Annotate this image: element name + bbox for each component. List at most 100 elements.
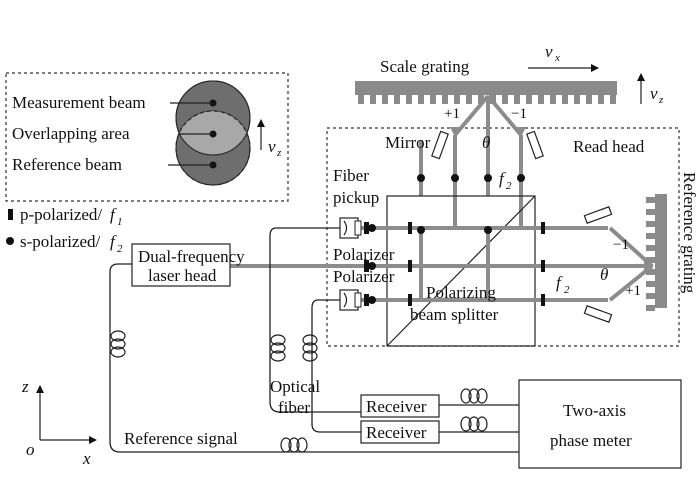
vz-inset-label: v (268, 137, 276, 156)
scale-grating-tooth (610, 95, 616, 104)
scale-grating-tooth (526, 95, 532, 104)
measurement-beams (419, 94, 526, 228)
fiber-coil-loop (476, 416, 488, 432)
scale-grating-tooth (598, 95, 604, 104)
s-polarized-dots (368, 174, 525, 304)
scale-grating-tooth (562, 95, 568, 104)
vz-top-label: v (650, 84, 658, 103)
optical-fiber-label-1: Optical (270, 377, 320, 396)
optical-fiber-label-2: fiber (278, 398, 310, 417)
beam-overlap-inset (5, 72, 289, 202)
receiver-upper-box (360, 394, 440, 418)
fiber-coil-loop (110, 330, 126, 342)
fiber-coil-loop (460, 416, 472, 432)
reference-grating-tooth (646, 233, 655, 239)
f2-right-sub: 2 (564, 284, 570, 296)
scale-grating-tooth (406, 95, 412, 104)
reference-grating-tooth (646, 197, 655, 203)
measurement-beam-label: Measurement beam (12, 93, 146, 112)
fiber-coil-loop (476, 388, 488, 404)
reference-grating-tooth (646, 257, 655, 263)
reference-grating-tooth (646, 305, 655, 311)
fiber-pickup-lower (339, 289, 362, 311)
f2-legend-label: f (110, 232, 117, 251)
vz-arrow-inset: v z (257, 119, 282, 159)
reference-grating-tooth (646, 209, 655, 215)
mirror-lower-right (583, 305, 613, 323)
scale-grating-tooth (382, 95, 388, 104)
mirror-left (431, 130, 449, 160)
coordinate-axes: z o x (21, 377, 97, 468)
reference-grating-tooth (646, 293, 655, 299)
phase-meter-label-1: Two-axis (563, 401, 626, 420)
axis-o-label: o (26, 440, 35, 459)
laser-label-1: Dual-frequency (138, 247, 245, 266)
mirror-label: Mirror (385, 133, 431, 152)
fiber-coil-loop (468, 388, 480, 404)
vx-sub: x (554, 52, 560, 64)
fiber-coil-loop (302, 334, 318, 346)
vz-inset-sub: z (276, 147, 282, 159)
fiber-coil-loop (270, 342, 286, 354)
reference-grating-tooth (646, 269, 655, 275)
fiber-coil-loop (110, 346, 126, 358)
scale-grating-tooth (514, 95, 520, 104)
overlapping-area-label: Overlapping area (12, 124, 130, 143)
f1-label: f (110, 205, 117, 224)
fiber-coil-loop (296, 437, 308, 453)
receiver-upper-label: Receiver (366, 397, 427, 416)
laser-label-2: laser head (148, 266, 217, 285)
axis-x-label: x (82, 449, 91, 468)
fiber-pickup-label-1: Fiber (333, 166, 369, 185)
fiber-coil-loop (110, 338, 126, 350)
fiber-coil-loop (302, 350, 318, 362)
scale-grating-tooth (478, 95, 484, 104)
reference-grating-tooth (646, 281, 655, 287)
theta-right-label: θ (600, 265, 608, 284)
scale-grating-tooth (418, 95, 424, 104)
s-polarized-label: s-polarized/ (20, 232, 101, 251)
p-polarized-marks (364, 222, 545, 306)
receiver-lower-label: Receiver (366, 423, 427, 442)
scale-grating-tooth (394, 95, 400, 104)
polarizer-label-2: Polarizer (333, 267, 395, 286)
mirror-right (526, 130, 544, 160)
scale-grating-tooth (502, 95, 508, 104)
scale-grating-label: Scale grating (380, 57, 470, 76)
fiber-coil-loop (288, 437, 300, 453)
scale-grating-tooth (442, 95, 448, 104)
optical-fibers (109, 227, 361, 453)
reference-signal-label: Reference signal (124, 429, 238, 448)
pbs-diagonal (386, 195, 536, 347)
vz-top-sub: z (658, 94, 664, 106)
scale-grating-tooth (550, 95, 556, 104)
scale-grating-tooth (370, 95, 376, 104)
fiber-coils (110, 330, 488, 453)
reference-grating-tooth (646, 245, 655, 251)
reference-grating-tooth (646, 221, 655, 227)
scale-grating-tooth (466, 95, 472, 104)
fiber-pickup-upper (339, 217, 362, 239)
f2-top-sub: 2 (506, 180, 512, 192)
p-polarized-label: p-polarized/ (20, 205, 102, 224)
overlap-circles (168, 80, 251, 186)
scale-grating-tooth (454, 95, 460, 104)
f2-legend-sub: 2 (117, 243, 123, 255)
reference-grating-label: Reference grating (680, 172, 699, 294)
axis-z-label: z (21, 377, 29, 396)
fiber-coil-loop (460, 388, 472, 404)
mirror-upper-right (583, 206, 613, 224)
polarizer-label-1: Polarizer (333, 245, 395, 264)
polarizing-beam-splitter (386, 195, 536, 347)
horizontal-beams (230, 226, 654, 302)
read-head-label: Read head (573, 137, 645, 156)
fiber-coil-loop (270, 350, 286, 362)
fiber-coil-loop (302, 342, 318, 354)
scale-grating-tooth (586, 95, 592, 104)
plus1-top-label: +1 (444, 106, 460, 122)
reference-beam-label: Reference beam (12, 155, 122, 174)
reference-grating (646, 194, 667, 311)
pbs-label-2: beam splitter (410, 305, 499, 324)
scale-grating-tooth (430, 95, 436, 104)
